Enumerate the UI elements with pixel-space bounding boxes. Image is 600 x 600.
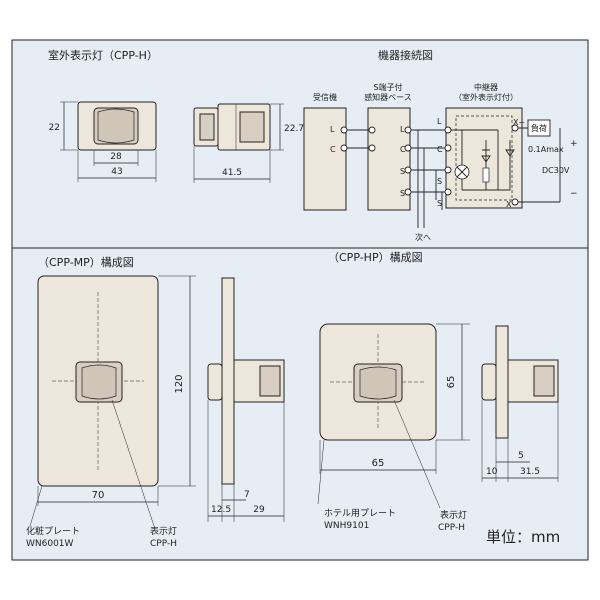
wiring-lines xyxy=(344,127,561,228)
dim-cpp-mp-width: 70 xyxy=(37,486,159,506)
relay-box xyxy=(445,107,523,209)
relay-label-2: （室外表示灯付） xyxy=(454,92,518,102)
leader-lamp-2 xyxy=(393,399,441,509)
lamp-name-1: 表示灯 xyxy=(150,525,177,537)
dim-cpp-h-outer-width: 43 xyxy=(77,150,157,182)
dim-cpp-h-depth: 41.5 xyxy=(193,146,271,183)
plate-hp-name: ホテル用プレート xyxy=(324,508,396,519)
relay-term-s1: S xyxy=(437,177,442,186)
dim-text-29: 29 xyxy=(253,505,265,515)
cpp-h-title: 室外表示灯（CPP-H） xyxy=(48,48,158,62)
dim-cpp-hp-width: 65 xyxy=(319,440,437,474)
relay-term-xminus: X− xyxy=(506,200,518,209)
lamp-name-2: 表示灯 xyxy=(440,509,467,521)
plus-label: + xyxy=(570,139,578,149)
dim-text-10: 10 xyxy=(486,467,498,477)
terminal-dots xyxy=(340,124,519,206)
dim-text-43: 43 xyxy=(111,167,122,177)
dim-text-22-7: 22.7 xyxy=(284,124,304,134)
dim-cpp-hp-height: 65 xyxy=(436,323,470,441)
relay-term-c: C xyxy=(437,145,443,154)
relay-label-1: 中継器 xyxy=(474,82,498,92)
voltage-label: DC30V xyxy=(542,166,570,175)
load-label: 負荷 xyxy=(531,123,547,133)
minus-label: − xyxy=(570,189,578,199)
dim-text-31-5: 31.5 xyxy=(520,467,540,477)
s-base-box xyxy=(367,107,411,211)
wiring-title: 機器接続図 xyxy=(378,48,433,62)
cpp-h-front-view xyxy=(77,101,157,151)
base-term-s1: S xyxy=(400,167,405,176)
lamp-code-2: CPP-H xyxy=(438,523,465,533)
plate-mp-code: WN6001W xyxy=(26,539,74,549)
receiver-label: 受信機 xyxy=(313,92,337,102)
base-term-l: L xyxy=(400,125,405,134)
dim-text-5: 5 xyxy=(518,451,524,461)
cpp-hp-title: （CPP-HP）構成図 xyxy=(328,251,423,264)
dim-cpp-mp-height: 120 xyxy=(158,275,196,487)
dim-cpp-h-height: 22 xyxy=(49,101,78,151)
cpp-hp-plate xyxy=(319,323,437,441)
leader-lamp-1 xyxy=(111,399,155,527)
relay-term-s2: S xyxy=(437,199,442,208)
dim-text-12-5: 12.5 xyxy=(211,505,231,515)
s-base-label-1: S端子付 xyxy=(373,82,402,92)
s-base-label-2: 感知器ベース xyxy=(364,92,412,102)
relay-term-xplus: X+ xyxy=(513,118,525,127)
indicator-lamp-icon xyxy=(454,164,470,180)
leader-plate-mp xyxy=(29,485,43,527)
cpp-h-side-view xyxy=(193,103,271,151)
relay-inner-dashed xyxy=(455,115,513,201)
leader-plate-hp xyxy=(317,439,325,505)
dim-text-41-5: 41.5 xyxy=(222,168,242,178)
dim-text-65-w: 65 xyxy=(372,458,385,469)
unit-label: 単位：mm xyxy=(486,528,560,546)
dim-cpp-h-side-height: 22.7 xyxy=(270,103,304,151)
dim-cpp-hp-side: 5 10 31.5 xyxy=(481,400,559,482)
dim-text-28: 28 xyxy=(110,152,122,162)
relay-term-l: L xyxy=(437,117,442,126)
plate-hp-code: WNH9101 xyxy=(324,521,369,531)
dim-cpp-h-inner-width: 28 xyxy=(93,150,139,166)
receiver-term-l: L xyxy=(330,125,335,134)
cpp-mp-title: （CPP-MP）構成図 xyxy=(38,256,134,269)
current-label: 0.1Amax xyxy=(528,145,564,154)
dim-text-22: 22 xyxy=(49,123,60,133)
dim-text-70: 70 xyxy=(92,490,105,501)
cpp-mp-side-view xyxy=(207,277,285,485)
load-box xyxy=(527,119,551,137)
dim-text-120: 120 xyxy=(174,374,185,393)
dim-text-65-h: 65 xyxy=(446,376,457,389)
next-label: 次へ xyxy=(415,232,431,242)
dim-text-7: 7 xyxy=(244,490,250,500)
receiver-term-c: C xyxy=(330,145,336,154)
cpp-hp-side-view xyxy=(481,325,559,439)
lamp-code-1: CPP-H xyxy=(150,539,177,549)
dim-cpp-mp-side: 7 12.5 29 xyxy=(207,400,285,522)
cpp-mp-plate xyxy=(37,275,159,487)
receiver-box xyxy=(303,107,347,211)
base-term-s2: S xyxy=(400,189,405,198)
base-term-c: C xyxy=(400,145,406,154)
plate-mp-name: 化粧プレート xyxy=(26,525,80,537)
